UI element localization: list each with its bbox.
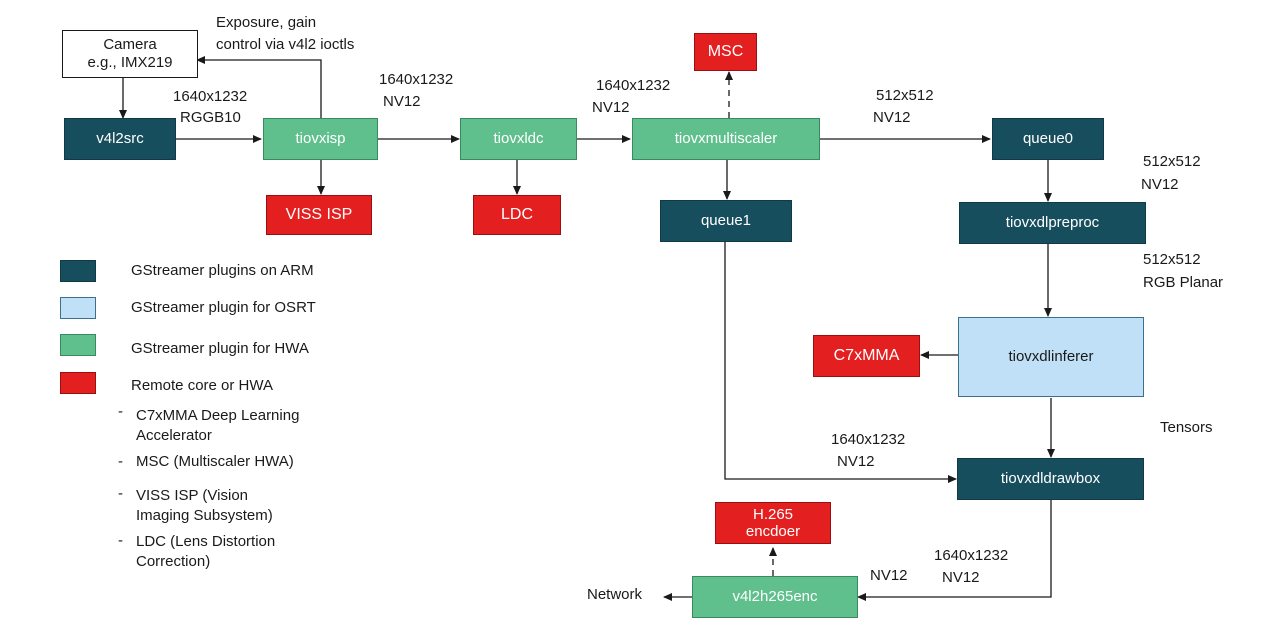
queue0-out-format-label: NV12 (1141, 176, 1179, 193)
legend-swatch-remote (60, 372, 96, 394)
queue1-out-format-label: NV12 (837, 453, 875, 470)
preproc-out-format-label: RGB Planar (1143, 274, 1224, 291)
v4l2src-node: v4l2src (64, 118, 176, 160)
src-size-label: 1640x1232 (173, 88, 248, 105)
exposure-control-label: Exposure, gain control via v4l2 ioctls (216, 14, 355, 53)
isp-out-size-label: 1640x1232 (379, 71, 454, 88)
viss-isp-node: VISS ISP (266, 195, 372, 235)
note-ldc: LDC (Lens Distortion Correction) (136, 533, 276, 570)
h265-encoder-node: H.265 encdoer (715, 502, 831, 544)
tiovxdlinferer-node: tiovxdlinferer (958, 317, 1144, 397)
tensors-label: Tensors (1160, 419, 1213, 436)
v4l2h265enc-node: v4l2h265enc (692, 576, 858, 618)
src-format-label: RGGB10 (180, 109, 241, 126)
tiovxisp-node: tiovxisp (263, 118, 378, 160)
drawbox-out-size-label: 1640x1232 (934, 547, 1009, 564)
legend-label-arm: GStreamer plugins on ARM (131, 262, 314, 279)
tiovxldc-node: tiovxldc (460, 118, 577, 160)
isp-out-format-label: NV12 (383, 93, 421, 110)
note-dash-4: - (118, 532, 123, 549)
queue1-node: queue1 (660, 200, 792, 242)
tiovxmultiscaler-node: tiovxmultiscaler (632, 118, 820, 160)
drawbox-out-format-label: NV12 (942, 569, 980, 586)
legend-swatch-osrt (60, 297, 96, 319)
queue0-node: queue0 (992, 118, 1104, 160)
note-viss: VISS ISP (Vision Imaging Subsystem) (136, 487, 273, 524)
arrow-drawbox-to-encoder (857, 500, 1052, 601)
arrow-isp-control-to-camera (196, 56, 322, 118)
ldc-out-format-label: NV12 (592, 99, 630, 116)
queue1-out-size-label: 1640x1232 (831, 431, 906, 448)
legend-label-osrt: GStreamer plugin for OSRT (131, 299, 316, 316)
note-c7xmma: C7xMMA Deep Learning Accelerator (136, 407, 300, 444)
ldc-out-size-label: 1640x1232 (596, 77, 671, 94)
legend-label-remote: Remote core or HWA (131, 377, 273, 394)
msc-out-size-label: 512x512 (876, 87, 934, 104)
c7xmma-node: C7xMMA (813, 335, 920, 377)
tiovxdlpreproc-node: tiovxdlpreproc (959, 202, 1146, 244)
msc-node: MSC (694, 33, 757, 71)
preproc-out-size-label: 512x512 (1143, 251, 1201, 268)
arrow-queue1-to-drawbox (724, 242, 957, 483)
ldc-node: LDC (473, 195, 561, 235)
legend-label-hwa: GStreamer plugin for HWA (131, 340, 309, 357)
tiovxdldrawbox-node: tiovxdldrawbox (957, 458, 1144, 500)
note-dash-1: - (118, 403, 123, 420)
network-label: Network (587, 586, 643, 603)
queue0-out-size-label: 512x512 (1143, 153, 1201, 170)
note-dash-3: - (118, 485, 123, 502)
note-msc: MSC (Multiscaler HWA) (136, 453, 294, 470)
camera-node: Camera e.g., IMX219 (62, 30, 198, 78)
msc-out-format-label: NV12 (873, 109, 911, 126)
legend-swatch-hwa (60, 334, 96, 356)
encoder-in-format-label: NV12 (870, 567, 908, 584)
legend-swatch-arm (60, 260, 96, 282)
note-dash-2: - (118, 453, 123, 470)
